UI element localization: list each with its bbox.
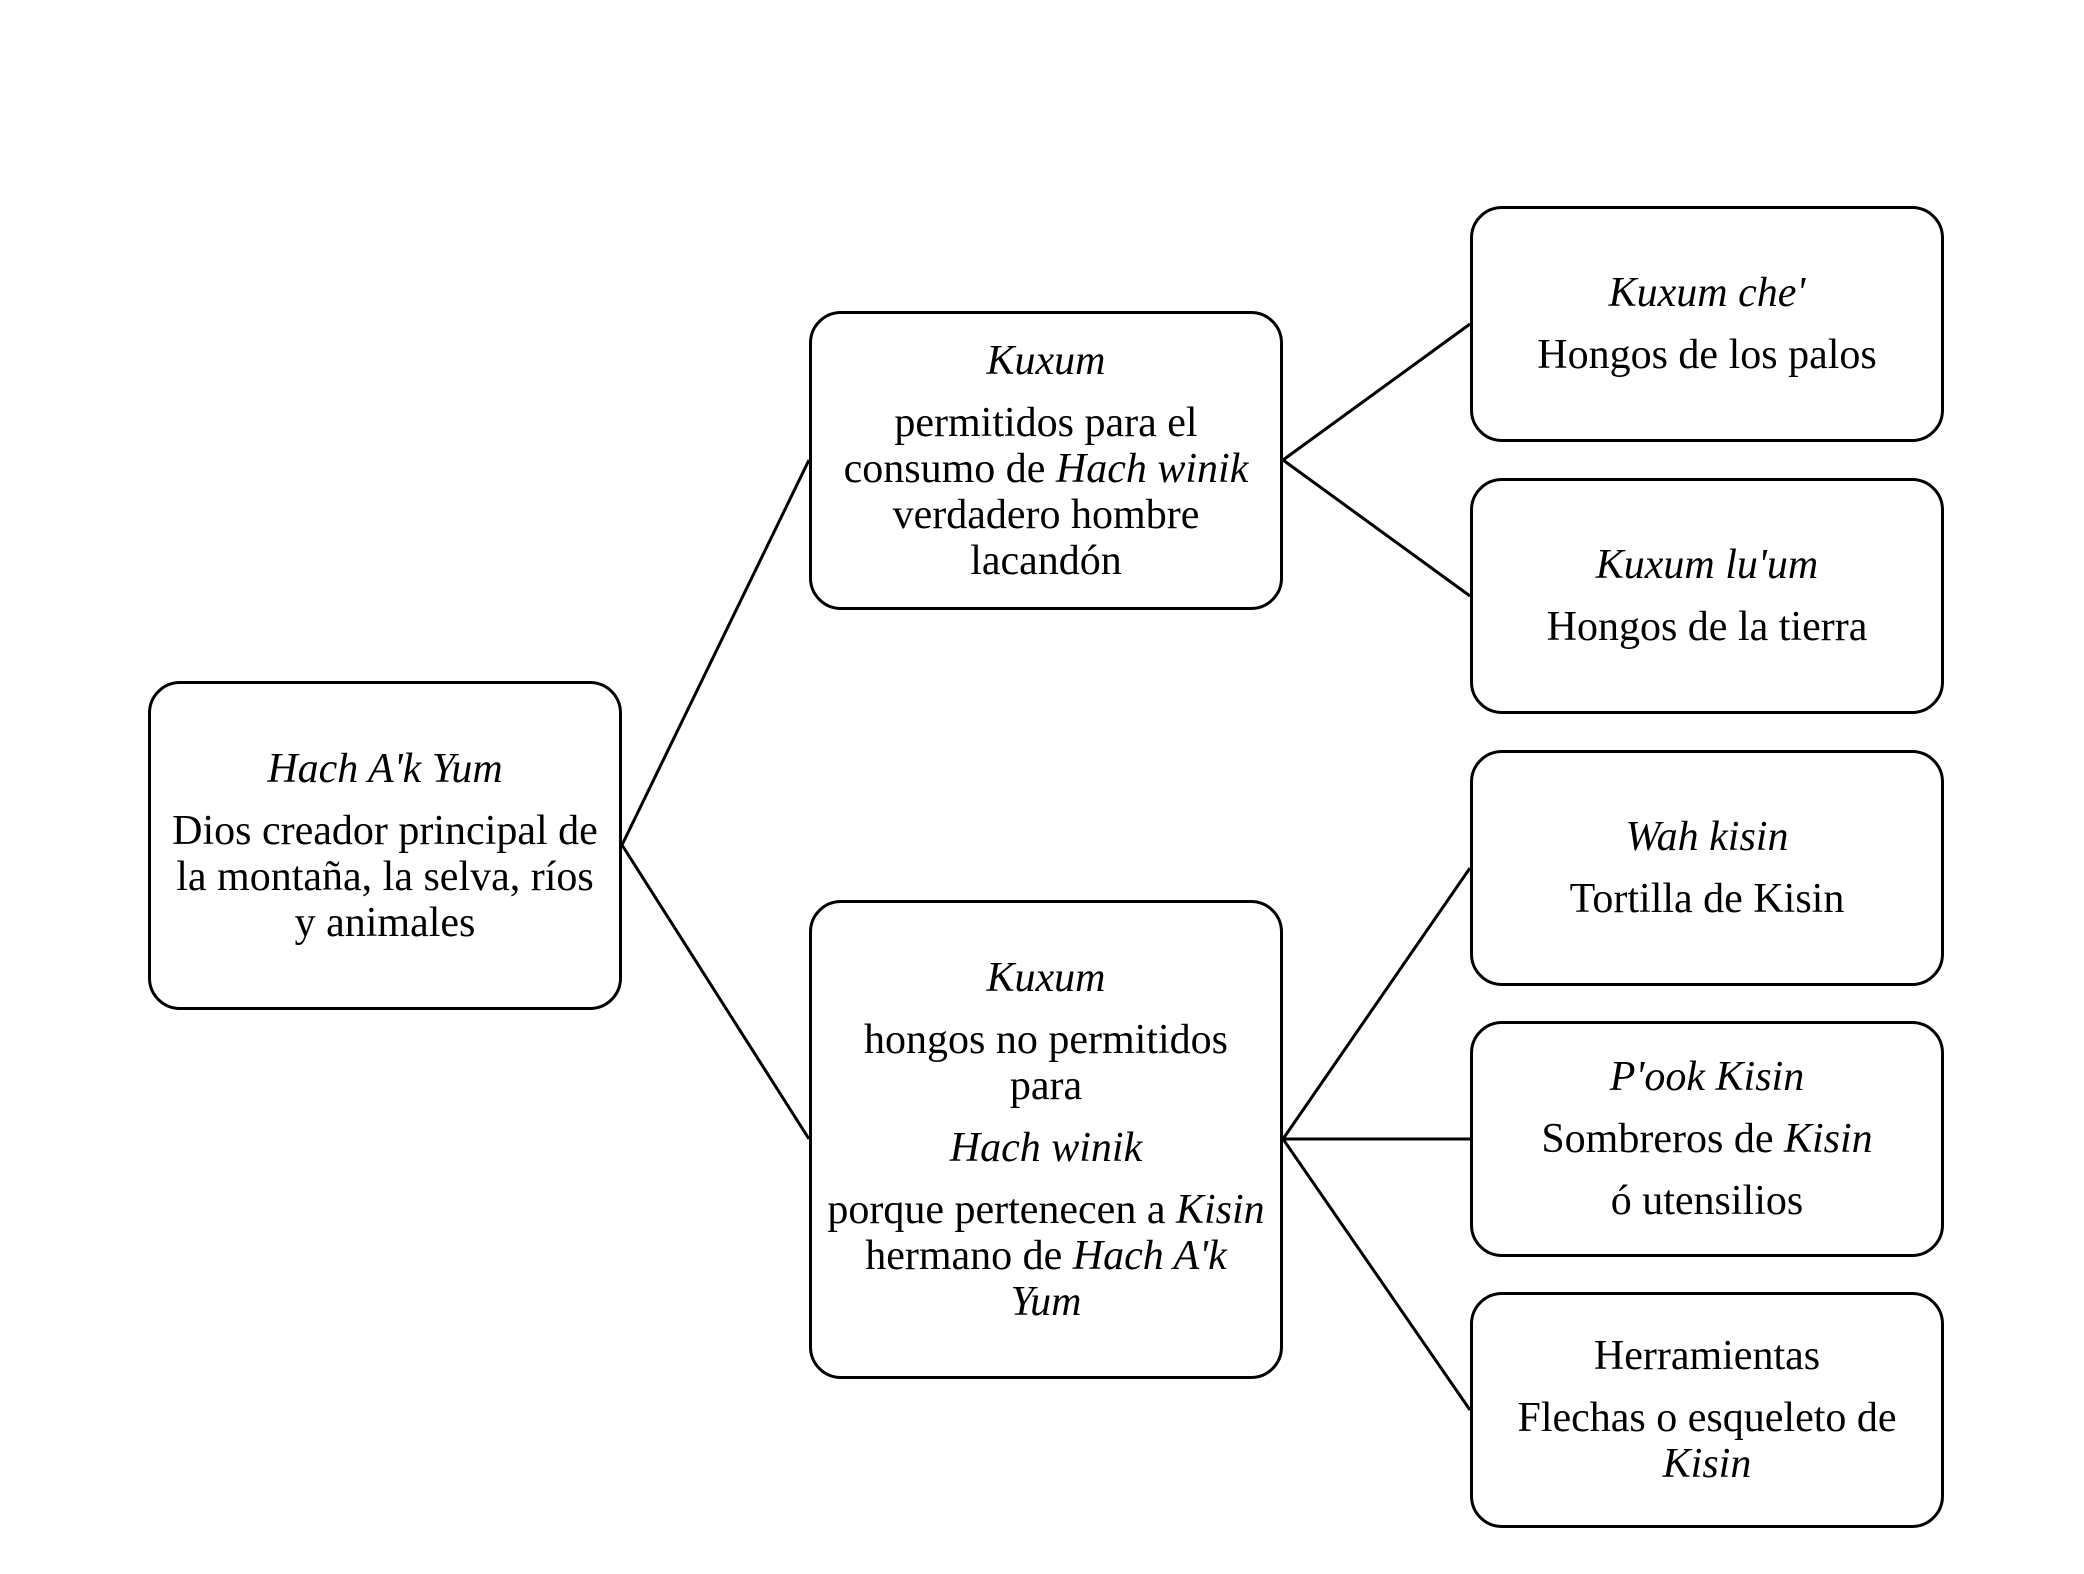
edge-forbidden-wah [1281,867,1472,1140]
node-wah-kisin: Wah kisin Tortilla de Kisin [1470,750,1944,986]
node-description: Flechas o esqueleto de [1517,1395,1897,1441]
node-description-italic: Kisin [1662,1441,1752,1487]
node-title: Herramientas [1593,1333,1821,1379]
node-description: Hongos de los palos [1537,332,1877,378]
node-line: porque pertenecen a Kisin hermano de Hac… [827,1186,1265,1325]
node-title: Wah kisin [1625,814,1789,860]
node-description: Tortilla de Kisin [1569,876,1845,922]
node-description: Dios creador principal de la montaña, la… [172,807,598,946]
node-line: ó utensilios [1610,1178,1804,1224]
node-title: Kuxum [986,337,1106,384]
node-hach-ak-yum: Hach A'k Yum Dios creador principal de l… [148,681,622,1010]
edge-permitted-che [1282,322,1471,462]
node-title: Kuxum lu'um [1595,542,1819,588]
node-title: Kuxum [986,954,1106,1001]
node-herramientas: Herramientas Flechas o esqueleto de Kisi… [1470,1292,1944,1528]
edge-root-forbidden [620,844,811,1140]
node-kuxum-luum: Kuxum lu'um Hongos de la tierra [1470,478,1944,714]
node-title: P'ook Kisin [1609,1054,1805,1100]
node-description: permitidos para el consumo de Hach winik… [843,399,1249,584]
node-description: Sombreros de Kisin [1541,1116,1873,1162]
node-kuxum-permitidos: Kuxum permitidos para el consumo de Hach… [809,311,1283,610]
node-title: Hach A'k Yum [267,745,503,792]
edge-root-permitted [620,459,811,846]
node-pook-kisin: P'ook Kisin Sombreros de Kisin ó utensil… [1470,1021,1944,1257]
node-kuxum-che: Kuxum che' Hongos de los palos [1470,206,1944,442]
node-description: Hongos de la tierra [1546,604,1868,650]
edge-permitted-luum [1282,458,1471,598]
node-title: Kuxum che' [1608,270,1806,316]
node-kuxum-no-permitidos: Kuxum hongos no permitidos para Hach win… [809,900,1283,1379]
node-line: hongos no permitidos para [864,1016,1228,1109]
edge-forbidden-herr [1281,1138,1472,1411]
node-line: Hach winik [949,1124,1143,1171]
